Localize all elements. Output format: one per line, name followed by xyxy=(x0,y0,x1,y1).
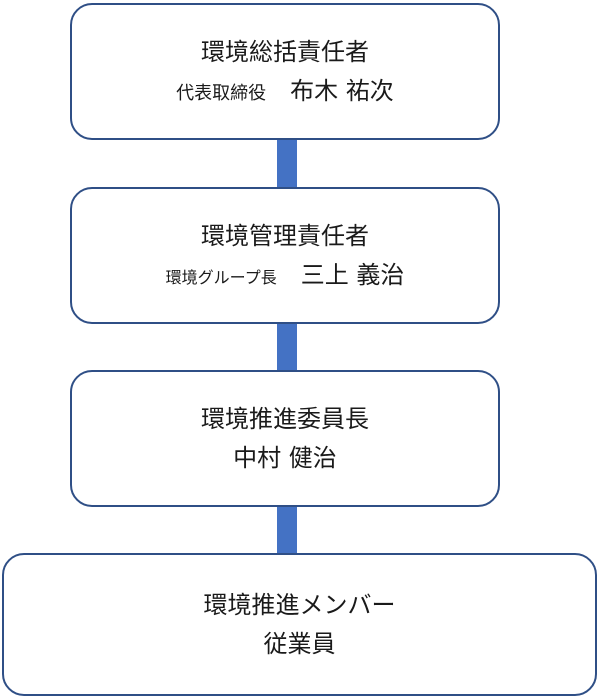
box-subline: 従業員 xyxy=(264,630,336,659)
org-box-committee-chair: 環境推進委員長 中村 健治 xyxy=(70,370,500,507)
box-role: 環境グループ長 xyxy=(165,267,277,287)
box-subline: 環境グループ長 三上 義治 xyxy=(166,261,405,290)
connector-line xyxy=(277,507,297,553)
box-subline: 中村 健治 xyxy=(233,444,337,473)
box-person-name: 布木 祐次 xyxy=(290,76,394,105)
box-subline: 代表取締役 布木 祐次 xyxy=(176,77,394,106)
box-title: 環境推進委員長 xyxy=(201,404,369,433)
box-person-name: 従業員 xyxy=(263,629,336,658)
connector-line xyxy=(277,324,297,370)
org-box-members: 環境推進メンバー 従業員 xyxy=(2,553,597,696)
box-title: 環境管理責任者 xyxy=(201,221,369,250)
org-box-general-manager: 環境総括責任者 代表取締役 布木 祐次 xyxy=(70,3,500,140)
box-person-name: 中村 健治 xyxy=(233,443,337,472)
box-title: 環境推進メンバー xyxy=(203,590,396,619)
org-box-management: 環境管理責任者 環境グループ長 三上 義治 xyxy=(70,187,500,324)
connector-line xyxy=(277,140,297,187)
box-person-name: 三上 義治 xyxy=(300,260,405,289)
box-role: 代表取締役 xyxy=(176,82,267,104)
box-title: 環境総括責任者 xyxy=(201,37,369,66)
